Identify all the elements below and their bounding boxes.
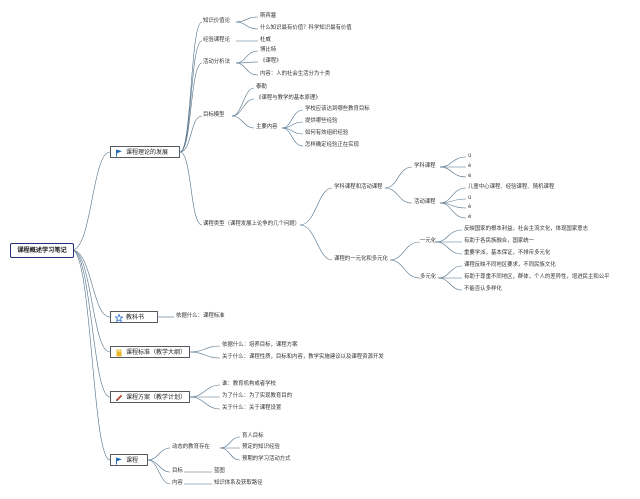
- node-plan-why[interactable]: 为了什么：为了实现教育目的: [222, 393, 293, 399]
- node-standard-about[interactable]: 关于什么：课程性质，目标和内容，教学实施建议以及课程资源开发: [222, 354, 384, 360]
- node-subject-3[interactable]: é: [468, 173, 472, 179]
- node-subject-2[interactable]: è: [468, 163, 472, 169]
- node-dynamic-2[interactable]: 预定的知识经验: [242, 444, 280, 450]
- node-standard-basis[interactable]: 依据什么：培养目标，课程方案: [222, 342, 298, 348]
- topic-curriculum-plan[interactable]: 课程方案（教学计划）: [110, 391, 190, 403]
- topic-label: 教科书: [126, 314, 145, 321]
- node-unity-3[interactable]: 重要学派，基本保证，不排斥多元化: [464, 250, 551, 256]
- node-knowledge-value-theory[interactable]: 知识价值论: [203, 18, 230, 24]
- topic-label: 课程: [126, 457, 139, 464]
- node-dynamic-3[interactable]: 预期的学习活动方式: [242, 456, 291, 462]
- node-unity-1[interactable]: 反映国家的根本利益，社会主流文化，体现国家意志: [464, 226, 588, 232]
- node-goal[interactable]: 目标: [172, 468, 183, 474]
- node-unity[interactable]: 一元化: [420, 238, 437, 244]
- node-diversity-1[interactable]: 课程反映不同地区要求，不同民族文化: [464, 262, 556, 268]
- node-activity-4[interactable]: é: [468, 214, 472, 220]
- node-textbook-basis[interactable]: 依据什么：课程标准: [176, 313, 225, 319]
- node-plan-who[interactable]: 谁：教育机构或者学校: [222, 381, 276, 387]
- topic-label: 课程方案（教学计划）: [126, 394, 187, 401]
- node-subject-curriculum[interactable]: 学科课程: [414, 163, 436, 169]
- node-main-content-3[interactable]: 如何有效组织经验: [305, 130, 349, 136]
- node-activity-3[interactable]: è: [468, 204, 472, 210]
- node-unity-2[interactable]: 有助于各民族融合，国家统一: [464, 238, 535, 244]
- topic-curriculum-theory-development[interactable]: 课程理论的发展: [110, 146, 180, 158]
- node-main-content-1[interactable]: 学校应该达到哪些教育目标: [305, 106, 370, 112]
- node-main-content-4[interactable]: 怎样确定经验正在实现: [305, 142, 359, 148]
- node-main-content-2[interactable]: 提供哪些经验: [305, 118, 338, 124]
- node-experience-curriculum[interactable]: 经验课程论: [203, 37, 230, 43]
- node-diversity[interactable]: 多元化: [420, 274, 437, 280]
- star-icon: [115, 314, 123, 322]
- node-content[interactable]: 内容: [172, 480, 183, 486]
- node-bobbitt[interactable]: 博比特: [260, 47, 277, 53]
- node-unity-and-diversity[interactable]: 课程的一元化和多元化: [334, 256, 388, 262]
- node-content-system[interactable]: 知识体系及获取路径: [214, 480, 263, 486]
- node-most-valuable-knowledge[interactable]: 什么知识最有价值？科学知识最有价值: [260, 25, 352, 31]
- node-activity-analysis[interactable]: 活动分析法: [203, 59, 230, 65]
- node-dewey[interactable]: 杜威: [260, 37, 271, 43]
- node-diversity-2[interactable]: 有助于尊重不同地区，群体，个人的差异性，增进民主和公平: [464, 274, 610, 280]
- node-dynamic-existence[interactable]: 动态的教育存在: [172, 444, 210, 450]
- topic-label: 课程理论的发展: [126, 149, 169, 156]
- node-objective-model[interactable]: 目标模型: [203, 112, 225, 118]
- node-diversity-3[interactable]: 不能否认多样化: [464, 286, 502, 292]
- node-dynamic-1[interactable]: 育人目标: [242, 433, 264, 439]
- node-subject-and-activity[interactable]: 学科课程和活动课程: [334, 184, 383, 190]
- node-goal-blueprint[interactable]: 蓝图: [214, 468, 225, 474]
- node-ten-categories[interactable]: 内容：人的社会生活分为十类: [260, 71, 331, 77]
- node-activity-2[interactable]: ü: [468, 195, 472, 201]
- flag-icon: [116, 149, 122, 157]
- node-basic-principles-book[interactable]: 《课程与教学的基本原理》: [256, 95, 321, 101]
- root-topic[interactable]: 课程概述学习笔记: [10, 243, 74, 258]
- book-icon: [116, 349, 122, 357]
- topic-label: 课程标准（教学大纲）: [126, 349, 187, 356]
- node-activity-curriculum[interactable]: 活动课程: [414, 199, 436, 205]
- node-plan-about[interactable]: 关于什么：关于课程设置: [222, 405, 282, 411]
- topic-textbook[interactable]: 教科书: [110, 311, 158, 323]
- node-tyler[interactable]: 泰勒: [256, 84, 267, 90]
- node-curriculum-types[interactable]: 课程类型（课程发展上论争的几个问题）: [203, 221, 301, 227]
- node-main-content[interactable]: 主要内容: [256, 124, 278, 130]
- pencil-icon: [116, 394, 123, 401]
- topic-curriculum[interactable]: 课程: [110, 454, 148, 466]
- node-the-curriculum-book[interactable]: 《课程》: [260, 58, 282, 64]
- node-activity-1[interactable]: 儿童中心课程、经验课程、随机课程: [468, 184, 555, 190]
- flag-icon: [116, 457, 122, 465]
- topic-curriculum-standard[interactable]: 课程标准（教学大纲）: [110, 346, 190, 358]
- node-spencer[interactable]: 斯宾塞: [260, 13, 277, 19]
- node-subject-1[interactable]: ü: [468, 153, 472, 159]
